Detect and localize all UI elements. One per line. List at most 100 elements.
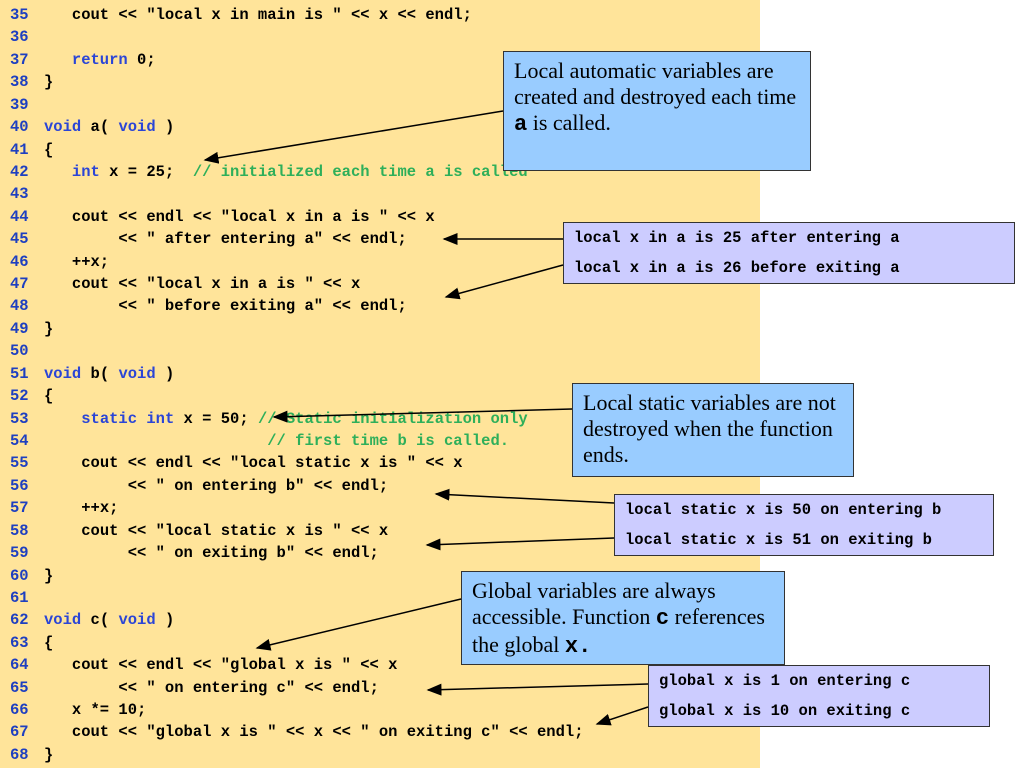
code-text: cout << endl << "local x in a is " << x [44, 206, 435, 228]
line-number: 44 [10, 207, 29, 226]
output-line: global x is 1 on entering c [659, 672, 911, 690]
code-text: << " on exiting b" << endl; [44, 542, 379, 564]
code-text: static int x = 50; // Static initializat… [44, 408, 528, 430]
line-number: 36 [10, 28, 29, 47]
code-token: x = 50; [174, 409, 258, 428]
arrow-automatic-to-declaration [203, 110, 504, 164]
line-number: 39 [10, 95, 29, 114]
keyword-token: void [44, 364, 82, 383]
line-number: 61 [10, 588, 29, 607]
output-line: global x is 10 on exiting c [659, 702, 911, 720]
line-number: 47 [10, 275, 29, 294]
output-line: local x in a is 25 after entering a [574, 229, 900, 247]
keyword-token: void [118, 611, 156, 630]
output-box-function-c: global x is 1 on entering c global x is … [648, 665, 990, 727]
code-text: { [44, 385, 53, 407]
code-text: } [44, 318, 53, 340]
line-number: 58 [10, 521, 29, 540]
line-number: 46 [10, 252, 29, 271]
keyword-token: int [71, 162, 100, 181]
line-number: 42 [10, 162, 29, 181]
line-number: 35 [10, 6, 29, 24]
code-text: } [44, 744, 53, 766]
code-text: cout << endl << "global x is " << x [44, 654, 398, 676]
code-token: } [44, 73, 54, 92]
line-number: 57 [10, 499, 29, 518]
code-text: << " on entering c" << endl; [44, 677, 378, 699]
arrow-output-a-line-48 [444, 264, 564, 300]
output-box-function-b: local static x is 50 on entering b local… [614, 494, 994, 556]
keyword-token: void [44, 118, 82, 137]
line-number: 65 [10, 678, 29, 697]
code-token: } [44, 745, 54, 764]
line-number: 56 [10, 476, 29, 495]
code-text: x *= 10; [44, 699, 146, 721]
line-number: 55 [10, 454, 29, 473]
comment-token: // initialized each time a is called [192, 162, 528, 181]
code-token: ) [155, 611, 175, 630]
line-number: 43 [10, 185, 29, 204]
arrow-output-c-line-65 [426, 683, 649, 696]
callout-text: Local static variables are not destroyed… [583, 390, 836, 467]
line-number: 41 [10, 140, 29, 159]
code-text: cout << "local x in main is " << x << en… [44, 4, 472, 26]
keyword-token: return [71, 50, 128, 69]
code-token: { [44, 633, 54, 652]
line-number: 37 [10, 50, 29, 69]
keyword-token: static [81, 409, 138, 428]
comment-token: // Static initialization only [257, 409, 528, 428]
callout-text: references the global [472, 604, 765, 657]
line-number: 67 [10, 723, 29, 742]
line-number: 40 [10, 118, 29, 137]
code-token: cout << "global x is " << x << " on exit… [71, 723, 584, 742]
line-number: 59 [10, 544, 29, 563]
line-number: 60 [10, 566, 29, 585]
code-text: << " before exiting a" << endl; [44, 295, 407, 317]
code-token: ++x; [81, 499, 119, 518]
callout-static-variables: Local static variables are not destroyed… [572, 383, 854, 477]
code-token: x = 25; [99, 162, 193, 181]
code-text: << " after entering a" << endl; [44, 228, 406, 250]
code-token: } [44, 319, 54, 338]
callout-code-term: c [655, 606, 670, 631]
line-number: 52 [10, 387, 29, 406]
keyword-token: void [44, 611, 82, 630]
line-number: 62 [10, 611, 29, 630]
code-text: void a( void ) [44, 116, 174, 138]
arrow-output-b-line-56 [434, 488, 615, 504]
line-number: 38 [10, 73, 29, 92]
code-token: { [44, 387, 54, 406]
line-number: 53 [10, 409, 29, 428]
callout-automatic-variables: Local automatic variables are created an… [503, 51, 811, 171]
line-number: 68 [10, 745, 29, 764]
output-line: local static x is 51 on exiting b [625, 531, 932, 549]
code-text: // first time b is called. [44, 430, 509, 452]
code-token: cout << "local static x is " << x [81, 521, 389, 540]
line-number: 51 [10, 364, 29, 383]
line-number: 64 [10, 656, 29, 675]
callout-code-term: x. [564, 634, 592, 659]
code-text: int x = 25; // initialized each time a i… [44, 161, 528, 183]
code-text: return 0; [44, 49, 156, 71]
code-token: cout << endl << "global x is " << x [71, 656, 398, 675]
code-token: << " before exiting a" << endl; [118, 297, 407, 316]
code-text: cout << endl << "local static x is " << … [44, 452, 462, 474]
arrow-static-to-declaration [272, 408, 573, 423]
line-number: 50 [10, 342, 29, 361]
code-token: 0; [127, 50, 156, 69]
output-box-function-a: local x in a is 25 after entering a loca… [563, 222, 1015, 284]
comment-token: // first time b is called. [267, 431, 510, 450]
code-text: cout << "local static x is " << x [44, 520, 388, 542]
code-text: } [44, 565, 53, 587]
code-text: ++x; [44, 251, 109, 273]
code-token: cout << "local x in main is " << x << en… [71, 6, 472, 24]
line-number: 45 [10, 230, 29, 249]
line-number: 48 [10, 297, 29, 316]
code-token: } [44, 566, 54, 585]
code-text: ++x; [44, 497, 118, 519]
code-text: void b( void ) [44, 363, 174, 385]
callout-text: Global variables are always accessible. … [472, 578, 716, 629]
code-text: { [44, 632, 53, 654]
code-token: << " on entering b" << endl; [127, 476, 389, 495]
